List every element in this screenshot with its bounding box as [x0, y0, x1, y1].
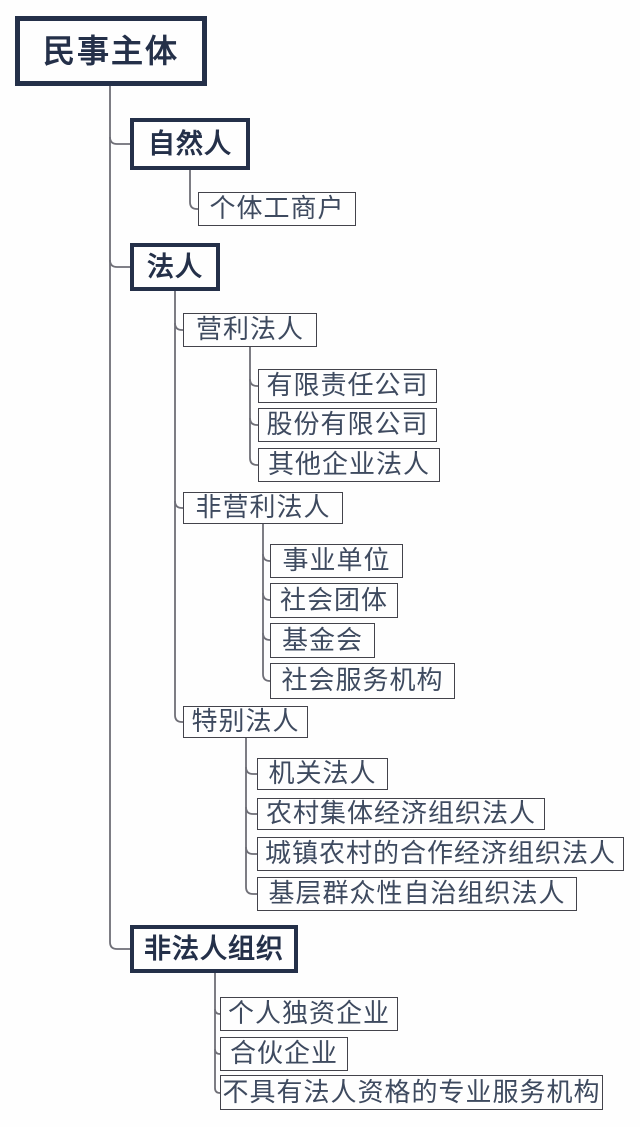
node-nonprofit-legal-person: 非营利法人 [183, 492, 343, 524]
node-government-agency-legal-person: 机关法人 [257, 758, 388, 790]
node-special-legal-person: 特别法人 [183, 706, 308, 738]
node-grassroots-autonomous-organization: 基层群众性自治组织法人 [257, 877, 577, 911]
node-public-institution: 事业单位 [270, 544, 403, 578]
node-joint-stock-company: 股份有限公司 [258, 408, 437, 442]
node-partnership: 合伙企业 [220, 1037, 348, 1071]
node-social-service-institution: 社会服务机构 [270, 663, 455, 699]
connectors-from-civil-subject [109, 86, 130, 950]
node-foundation: 基金会 [270, 623, 375, 658]
node-professional-service-institution-without-legal-personality: 不具有法人资格的专业服务机构 [220, 1075, 603, 1110]
node-civil-subject: 民事主体 [15, 16, 207, 86]
node-urban-rural-cooperative-economic-organization: 城镇农村的合作经济组织法人 [257, 837, 624, 871]
node-unincorporated-organization: 非法人组织 [130, 925, 298, 973]
node-social-organization: 社会团体 [270, 583, 398, 618]
node-profit-legal-person: 营利法人 [183, 313, 317, 347]
connectors-from-unincorporated-organization [214, 973, 221, 1094]
node-individual-business-household: 个体工商户 [198, 192, 356, 226]
connectors-from-nonprofit-legal-person [262, 524, 271, 682]
node-other-enterprise-legal-person: 其他企业法人 [258, 448, 440, 482]
connectors-from-special-legal-person [245, 738, 257, 895]
node-limited-liability-company: 有限责任公司 [258, 369, 437, 403]
node-rural-collective-economic-organization: 农村集体经济组织法人 [257, 798, 545, 830]
connectors-from-profit-legal-person [249, 347, 258, 466]
node-natural-person: 自然人 [130, 118, 250, 170]
connectors-from-legal-person [174, 291, 183, 723]
node-legal-person: 法人 [130, 243, 220, 291]
node-sole-proprietorship: 个人独资企业 [220, 997, 398, 1031]
connectors-from-natural-person [189, 170, 198, 210]
